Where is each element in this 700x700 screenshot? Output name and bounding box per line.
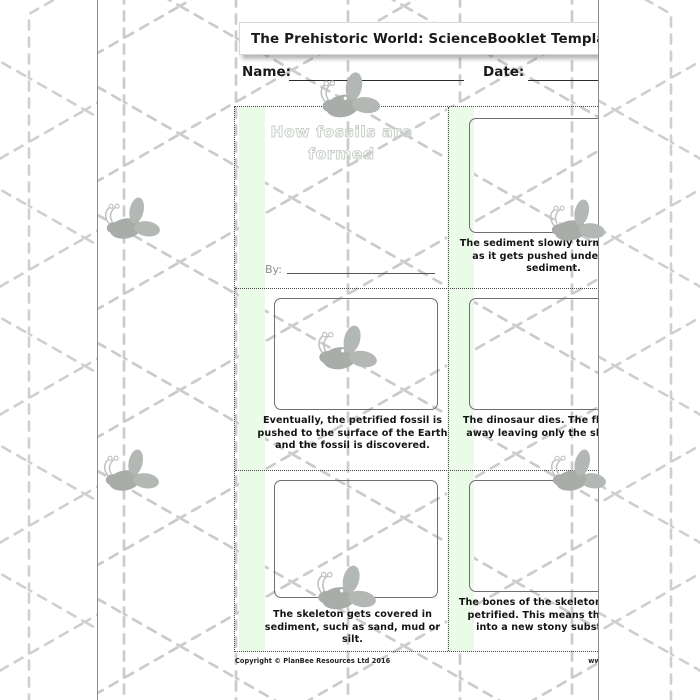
fold-line-horizontal-1 [235, 288, 598, 289]
drawing-box[interactable] [468, 118, 598, 233]
drawing-box[interactable] [468, 298, 598, 410]
cover-title: How fossils are formed [270, 123, 413, 164]
cell-caption: The bones of the skeleton become petrifi… [458, 597, 599, 634]
honeycomb-bleed-right [597, 0, 700, 700]
booklet-grid: How fossils are formed By: The sediment … [234, 106, 599, 653]
cell-caption: The skeleton gets covered in sediment, s… [264, 609, 441, 646]
cover-by-row: By: [265, 263, 435, 276]
header-title-plate: The Prehistoric World: Science Booklet T… [239, 22, 598, 55]
website-text[interactable]: www.planbee.com [588, 657, 598, 665]
booklet-cell-cover: How fossils are formed By: [235, 107, 448, 288]
fold-line-vertical [448, 107, 449, 651]
drawing-box[interactable] [273, 480, 438, 598]
date-label: Date: [483, 64, 525, 80]
subject-title: The Prehistoric World: Science [251, 30, 488, 47]
honeycomb-bleed-left [0, 0, 110, 700]
cell-caption: The sediment slowly turns to rock as it … [459, 238, 599, 275]
booklet-cell-middle-right: The dinosaur dies. The flesh rots away l… [448, 288, 599, 470]
drawing-box[interactable] [468, 480, 598, 592]
template-label: Booklet Template 1A [487, 30, 598, 47]
cover-by-input-line[interactable] [286, 273, 435, 274]
date-input-line[interactable] [528, 80, 598, 81]
name-date-row: Name: Date: [242, 64, 598, 86]
drawing-box[interactable] [273, 298, 438, 410]
name-input-line[interactable] [289, 80, 464, 81]
copyright-text: Copyright © PlanBee Resources Ltd 2016 [235, 657, 391, 665]
page-footer: Copyright © PlanBee Resources Ltd 2016 w… [235, 657, 598, 665]
cell-caption: The dinosaur dies. The flesh rots away l… [462, 415, 599, 439]
booklet-cell-middle-left: Eventually, the petrified fossil is push… [235, 288, 448, 470]
cover-by-label: By: [265, 263, 282, 276]
cell-caption: Eventually, the petrified fossil is push… [257, 415, 448, 452]
booklet-cell-bottom-right: The bones of the skeleton become petrifi… [448, 470, 599, 653]
name-label: Name: [242, 64, 292, 80]
booklet-cell-bottom-left: The skeleton gets covered in sediment, s… [235, 470, 448, 653]
booklet-cell-top-right: The sediment slowly turns to rock as it … [448, 107, 599, 288]
fold-line-horizontal-2 [235, 470, 598, 471]
printed-sheet: The Prehistoric World: Science Booklet T… [97, 0, 599, 700]
